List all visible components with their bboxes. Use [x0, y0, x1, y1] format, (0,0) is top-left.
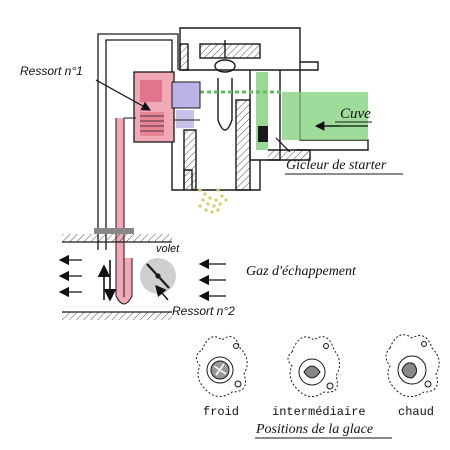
label-ressort-1: Ressort n°1 [20, 64, 83, 78]
label-positions: Positions de la glace [256, 422, 374, 437]
label-chaud: chaud [398, 405, 435, 419]
heating-tube [97, 117, 136, 305]
glass-position-froid [196, 335, 248, 397]
mixture-flow [198, 188, 228, 214]
air-pipe [97, 33, 179, 250]
label-cuve: Cuve [340, 106, 371, 122]
leader-lines [95, 79, 368, 153]
label-gicleur: Gicleur de starter [286, 158, 387, 173]
label-intermediaire: intermédiaire [272, 405, 366, 419]
glass-position-intermediaire [287, 336, 340, 397]
fuel-bowl [200, 72, 368, 150]
exhaust-arrows [58, 254, 226, 302]
label-froid: froid [203, 405, 240, 419]
label-gaz: Gaz d'échappement [246, 264, 356, 279]
carburettor-body [171, 27, 369, 191]
glass-position-chaud [385, 334, 440, 397]
exhaust-flap [140, 258, 176, 301]
exhaust-pipe [62, 228, 172, 320]
label-volet: volet [156, 243, 180, 255]
label-ressort-2: Ressort n°2 [172, 304, 235, 318]
